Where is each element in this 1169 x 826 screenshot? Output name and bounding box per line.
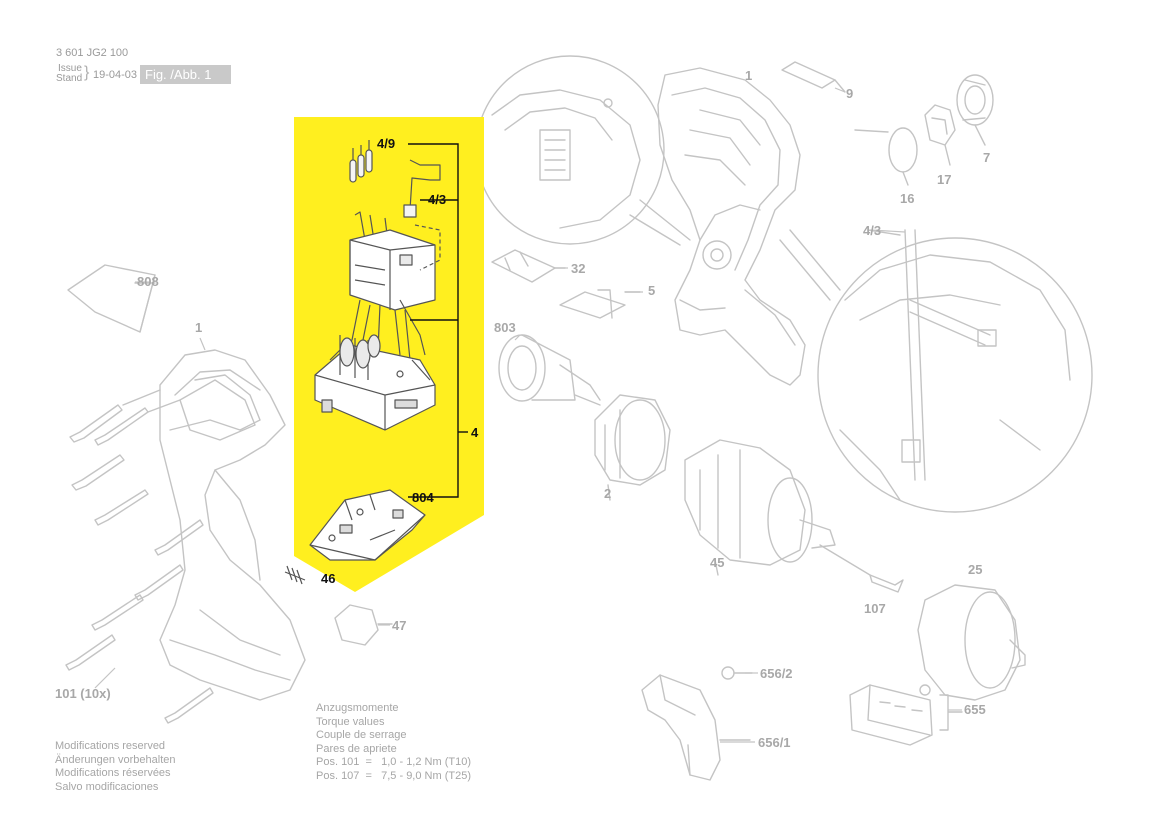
doc-number: 3 601 JG2 100 <box>56 47 129 59</box>
label-part-1-top: 1 <box>745 68 752 83</box>
label-part-46: 46 <box>321 571 335 586</box>
label-part-4: 4 <box>471 425 479 440</box>
label-part-655: 655 <box>964 702 986 717</box>
part-656-1-holder <box>641 674 751 781</box>
part-46-spring <box>284 565 306 585</box>
label-part-4-9: 4/9 <box>377 136 395 151</box>
detail-circle-right <box>779 229 1093 513</box>
label-part-47: 47 <box>392 618 406 633</box>
label-part-1-left: 1 <box>195 320 202 335</box>
modifications-fr: Modifications réservées <box>55 767 171 779</box>
issue-label-de: Stand <box>56 73 83 84</box>
part-5-plate <box>559 289 641 319</box>
part-47-knob <box>334 604 393 646</box>
label-part-17: 17 <box>937 172 951 187</box>
part-16-disc <box>888 127 918 186</box>
modifications-es: Salvo modificaciones <box>55 780 159 793</box>
label-part-656-1: 656/1 <box>758 735 791 750</box>
part-107-screw <box>819 544 904 593</box>
part-804-plate <box>309 489 426 561</box>
label-part-25: 25 <box>968 562 982 577</box>
label-part-45: 45 <box>710 555 724 570</box>
torque-line-en: Torque values <box>316 715 385 728</box>
part-17-ring <box>924 104 956 166</box>
torque-line-de: Anzugsmomente <box>316 702 399 714</box>
modifications-en: Modifications reserved <box>55 740 166 752</box>
label-part-4-3: 4/3 <box>428 192 446 207</box>
label-part-9: 9 <box>846 86 853 101</box>
detail-circle-top <box>475 55 691 246</box>
leader-lines <box>94 87 962 743</box>
modifications-de: Änderungen vorbehalten <box>55 753 176 766</box>
label-part-7: 7 <box>983 150 990 165</box>
part-655-block <box>849 684 963 746</box>
part-808-card <box>67 264 156 333</box>
torque-pos-107: Pos. 107 = 7,5 - 9,0 Nm (T25) <box>316 769 471 782</box>
issue-brace: } <box>84 64 90 81</box>
part-7-knob <box>956 74 994 146</box>
label-part-107: 107 <box>864 601 886 616</box>
torque-pos-101: Pos. 101 = 1,0 - 1,2 Nm (T10) <box>316 756 471 768</box>
label-part-4-3-detail: 4/3 <box>863 223 881 238</box>
label-part-656-2: 656/2 <box>760 666 793 681</box>
label-part-16: 16 <box>900 191 914 206</box>
part-45-gearbox <box>684 439 836 576</box>
part-803-armature <box>498 334 601 406</box>
issue-label-en: Issue <box>58 63 82 74</box>
bracket-pos4 <box>408 143 468 498</box>
housing-half-left <box>159 349 306 701</box>
screws-101 <box>65 389 214 724</box>
housing-half-right <box>657 67 806 386</box>
torque-line-fr: Couple de serrage <box>316 729 407 741</box>
label-part-2: 2 <box>604 486 611 501</box>
label-part-5: 5 <box>648 283 655 298</box>
label-part-101: 101 (10x) <box>55 686 111 701</box>
figure-label: Fig. /Abb. 1 <box>140 65 231 84</box>
label-part-808: 808 <box>137 274 159 289</box>
part-9-plate <box>781 61 846 93</box>
label-part-32: 32 <box>571 261 585 276</box>
torque-line-es: Pares de apriete <box>316 742 397 755</box>
part-2-motor <box>594 394 671 501</box>
label-part-804: 804 <box>412 490 434 505</box>
part-25-chuck <box>917 584 1026 701</box>
label-part-803: 803 <box>494 320 516 335</box>
issue-date: 19-04-03 <box>93 69 138 81</box>
part-32-clip <box>491 249 566 283</box>
electronics-module <box>314 140 441 431</box>
